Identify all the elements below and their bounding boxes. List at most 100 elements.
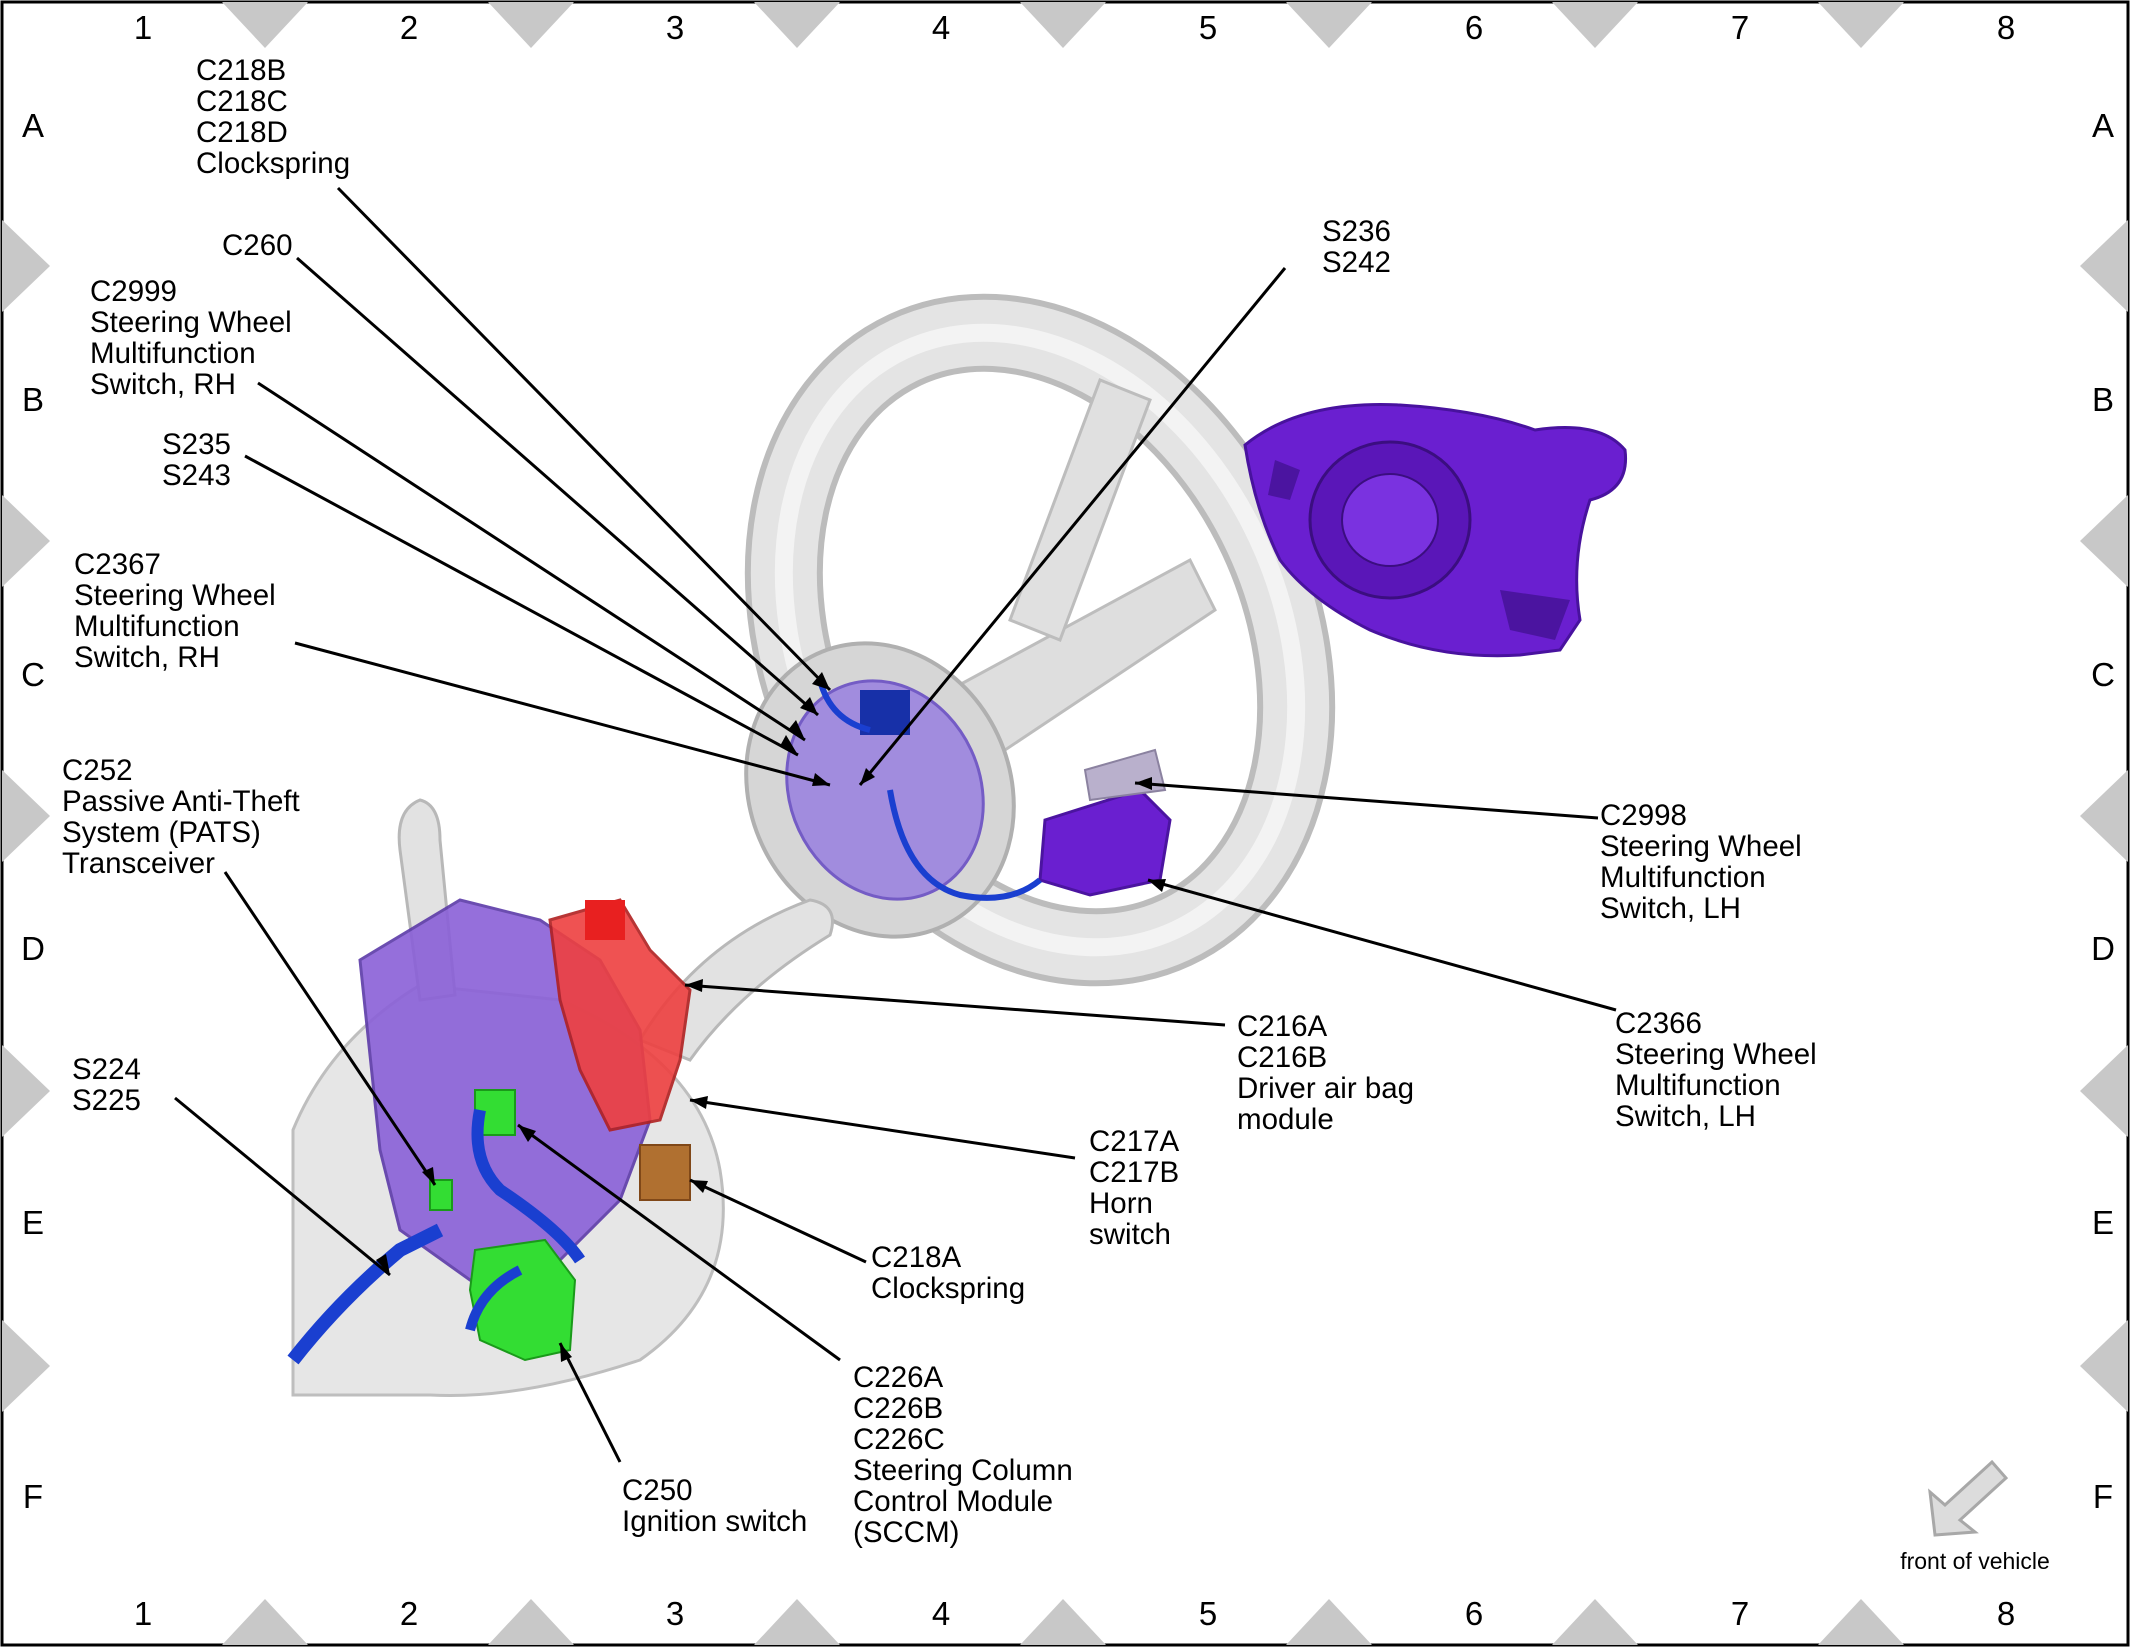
callout-c252: C252 Passive Anti-Theft System (PATS) Tr… bbox=[62, 754, 300, 880]
callout-c2367: C2367 Steering Wheel Multifunction Switc… bbox=[74, 548, 276, 674]
callout-line: Steering Wheel bbox=[74, 579, 276, 612]
callout-line: C216A bbox=[1237, 1010, 1328, 1043]
arrow-icon bbox=[1928, 1459, 2009, 1537]
grid-row-labels-right: A B C D E F bbox=[2091, 107, 2115, 1515]
grid-col-label: 6 bbox=[1465, 1595, 1483, 1632]
callout-line: C226B bbox=[853, 1392, 943, 1425]
callout-line: S224 bbox=[72, 1053, 141, 1086]
callout-line: S243 bbox=[162, 459, 231, 492]
grid-col-label: 2 bbox=[400, 9, 418, 46]
callout-line: Multifunction bbox=[1600, 861, 1766, 894]
callout-line: C2999 bbox=[90, 275, 177, 308]
grid-row-labels-left: A B C D E F bbox=[21, 107, 45, 1515]
callout-line: Ignition switch bbox=[622, 1505, 807, 1538]
callout-line: Control Module bbox=[853, 1485, 1053, 1518]
orientation-label: front of vehicle bbox=[1900, 1548, 2050, 1574]
grid-row-label: F bbox=[23, 1478, 43, 1515]
grid-col-label: 7 bbox=[1731, 9, 1749, 46]
callout-line: Multifunction bbox=[74, 610, 240, 643]
callout-line: Switch, LH bbox=[1600, 892, 1741, 925]
grid-row-label: B bbox=[2092, 381, 2114, 418]
callout-line: C2366 bbox=[1615, 1007, 1702, 1040]
callout-line: C2367 bbox=[74, 548, 161, 581]
callout-line: C218C bbox=[196, 85, 288, 118]
callout-line: C218B bbox=[196, 54, 286, 87]
callout-s235: S235 S243 bbox=[162, 428, 231, 492]
callout-line: C218D bbox=[196, 116, 288, 149]
grid-col-label: 1 bbox=[134, 9, 152, 46]
callout-line: Multifunction bbox=[90, 337, 256, 370]
callout-c226a: C226A C226B C226C Steering Column Contro… bbox=[853, 1361, 1073, 1549]
callout-line: C226C bbox=[853, 1423, 945, 1456]
callout-line: module bbox=[1237, 1103, 1334, 1136]
callout-line: Steering Wheel bbox=[1600, 830, 1802, 863]
callout-c217a: C217A C217B Horn switch bbox=[1089, 1125, 1180, 1251]
driver-airbag-module bbox=[1243, 403, 1628, 658]
grid-row-label: D bbox=[21, 930, 45, 967]
callout-c2998: C2998 Steering Wheel Multifunction Switc… bbox=[1600, 799, 1802, 925]
callout-line: C216B bbox=[1237, 1041, 1327, 1074]
grid-col-label: 5 bbox=[1199, 9, 1217, 46]
grid-col-label: 5 bbox=[1199, 1595, 1217, 1632]
callout-c250: C250 Ignition switch bbox=[622, 1474, 807, 1538]
grid-column-labels-top: 1 2 3 4 5 6 7 8 bbox=[134, 9, 2015, 46]
callout-line: C260 bbox=[222, 229, 293, 262]
callout-c260: C260 bbox=[222, 229, 293, 262]
grid-col-label: 8 bbox=[1997, 9, 2015, 46]
callout-line: Switch, LH bbox=[1615, 1100, 1756, 1133]
callout-line: C2998 bbox=[1600, 799, 1687, 832]
grid-row-label: A bbox=[22, 107, 44, 144]
callout-line: Horn bbox=[1089, 1187, 1153, 1220]
callout-line: Steering Wheel bbox=[90, 306, 292, 339]
callout-s224: S224 S225 bbox=[72, 1053, 141, 1117]
grid-col-label: 4 bbox=[932, 1595, 950, 1632]
grid-col-label: 3 bbox=[666, 1595, 684, 1632]
callout-line: S225 bbox=[72, 1084, 141, 1117]
leader-lines bbox=[174, 186, 1617, 1463]
grid-row-label: B bbox=[22, 381, 44, 418]
callout-line: switch bbox=[1089, 1218, 1171, 1251]
grid-col-label: 8 bbox=[1997, 1595, 2015, 1632]
callout-line: Steering Column bbox=[853, 1454, 1073, 1487]
grid-row-label: F bbox=[2093, 1478, 2113, 1515]
steering-wheel bbox=[744, 293, 1336, 987]
grid-col-label: 7 bbox=[1731, 1595, 1749, 1632]
callout-c2366: C2366 Steering Wheel Multifunction Switc… bbox=[1615, 1007, 1817, 1133]
callout-line: S236 bbox=[1322, 215, 1391, 248]
callout-line: C218A bbox=[871, 1241, 962, 1274]
steering-column bbox=[287, 798, 834, 1398]
grid-row-label: C bbox=[21, 656, 45, 693]
callout-line: S235 bbox=[162, 428, 231, 461]
callout-line: (SCCM) bbox=[853, 1516, 960, 1549]
grid-row-label: C bbox=[2091, 656, 2115, 693]
grid-row-label: E bbox=[22, 1204, 44, 1241]
callout-line: Transceiver bbox=[62, 847, 215, 880]
callout-line: Multifunction bbox=[1615, 1069, 1781, 1102]
callout-line: S242 bbox=[1322, 246, 1391, 279]
callout-line: Steering Wheel bbox=[1615, 1038, 1817, 1071]
grid-row-label: D bbox=[2091, 930, 2115, 967]
callout-line: Switch, RH bbox=[74, 641, 220, 674]
callout-line: C217B bbox=[1089, 1156, 1179, 1189]
callout-c216a: C216A C216B Driver air bag module bbox=[1237, 1010, 1414, 1136]
callout-line: Switch, RH bbox=[90, 368, 236, 401]
callout-line: Driver air bag bbox=[1237, 1072, 1414, 1105]
callout-line: C217A bbox=[1089, 1125, 1180, 1158]
grid-col-label: 3 bbox=[666, 9, 684, 46]
callout-s236: S236 S242 bbox=[1322, 215, 1391, 279]
grid-col-label: 6 bbox=[1465, 9, 1483, 46]
callout-c2999: C2999 Steering Wheel Multifunction Switc… bbox=[90, 275, 292, 401]
grid-col-label: 1 bbox=[134, 1595, 152, 1632]
grid-column-labels-bottom: 1 2 3 4 5 6 7 8 bbox=[134, 1595, 2015, 1632]
callout-c218b: C218B C218C C218D Clockspring bbox=[196, 54, 350, 180]
front-of-vehicle-indicator: front of vehicle bbox=[1900, 1459, 2050, 1574]
callout-line: Clockspring bbox=[196, 147, 350, 180]
callout-line: System (PATS) bbox=[62, 816, 261, 849]
callout-c218a: C218A Clockspring bbox=[871, 1241, 1025, 1305]
callout-line: C250 bbox=[622, 1474, 693, 1507]
grid-row-label: E bbox=[2092, 1204, 2114, 1241]
grid-row-label: A bbox=[2092, 107, 2114, 144]
